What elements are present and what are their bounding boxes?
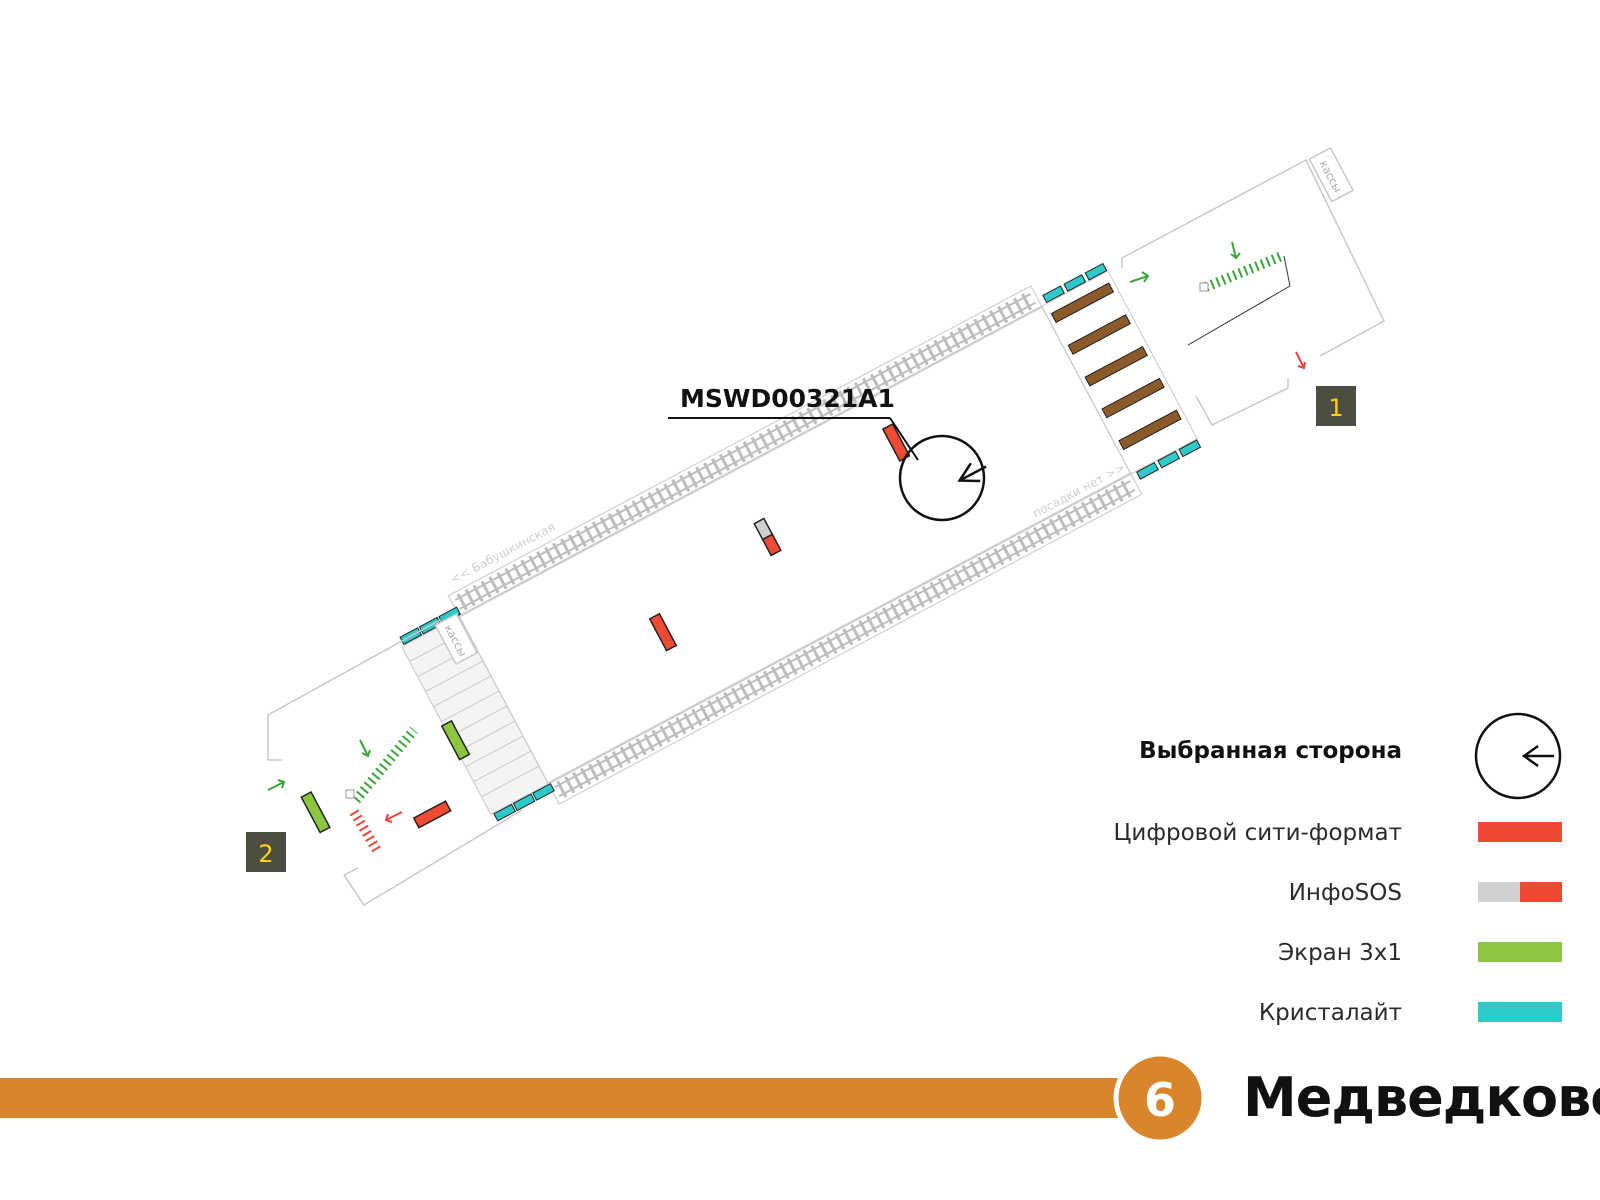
exit-badge-2: 2: [246, 832, 286, 872]
lower-track: [546, 472, 1143, 805]
cristalight-panel[interactable]: [493, 803, 517, 822]
legend-swatch-infosos: [1478, 882, 1562, 902]
legend-selected-side: Выбранная сторона: [1139, 738, 1402, 764]
stairs-right: [1041, 270, 1198, 475]
upper-track: [447, 285, 1044, 618]
cristalight-panel[interactable]: [1136, 461, 1159, 480]
cristalight-panel[interactable]: [1084, 262, 1108, 281]
vestibule-1: кассы: [1121, 146, 1385, 426]
station-name: Медведково: [1243, 1066, 1600, 1129]
legend-swatch-screen-3x1: [1478, 942, 1562, 962]
stairs-left: [400, 615, 549, 815]
line-number-circle: [1113, 1051, 1207, 1145]
cristalight-panel[interactable]: [1157, 450, 1181, 469]
selected-side-legend-icon: [1474, 712, 1562, 800]
legend-swatch-cristalight: [1478, 1002, 1562, 1022]
exit-arrow-icon: [384, 811, 403, 823]
screen-3x1-panel[interactable]: [300, 790, 331, 834]
entry-arrow-icon: [359, 739, 371, 758]
selected-side-marker[interactable]: [668, 417, 991, 522]
legend-digital-city-format: Цифровой сити-формат: [1113, 820, 1402, 846]
platform-area: << Бабушкинская посадки нет >>: [399, 262, 1202, 822]
cristalight-panel[interactable]: [532, 783, 555, 801]
entry-arrow-icon: [267, 779, 286, 791]
line-number: 6: [1144, 1073, 1176, 1127]
exit-arrow-icon: [1295, 351, 1306, 370]
cristalight-panel[interactable]: [1063, 274, 1087, 292]
screen-3x1-panel[interactable]: [440, 719, 471, 761]
digital-city-format-panel[interactable]: [648, 612, 678, 652]
exit-number: 1: [1328, 394, 1343, 422]
legend-cristalight: Кристалайт: [1258, 1000, 1402, 1026]
cristalight-panel[interactable]: [1178, 439, 1202, 458]
exit-badge-1: 1: [1316, 386, 1356, 426]
digital-city-format-panel[interactable]: [412, 800, 452, 829]
cristalight-panel[interactable]: [512, 793, 536, 812]
legend-infosos: ИнфоSOS: [1288, 880, 1402, 906]
entry-arrow-icon: [1129, 271, 1150, 283]
vestibule-2: кассы: [267, 612, 523, 907]
legend-swatch-digital-city-format: [1478, 822, 1562, 842]
legend-screen-3x1: Экран 3х1: [1278, 940, 1402, 966]
line-bar: 6: [0, 1051, 1207, 1145]
marker-code: MSWD00321A1: [680, 384, 895, 413]
ticket-office-1: кассы: [1308, 146, 1355, 203]
entry-arrow-icon: [1230, 241, 1241, 260]
cristalight-panel[interactable]: [1042, 285, 1065, 304]
infosos-panel[interactable]: [753, 517, 782, 557]
exit-number: 2: [258, 840, 273, 868]
